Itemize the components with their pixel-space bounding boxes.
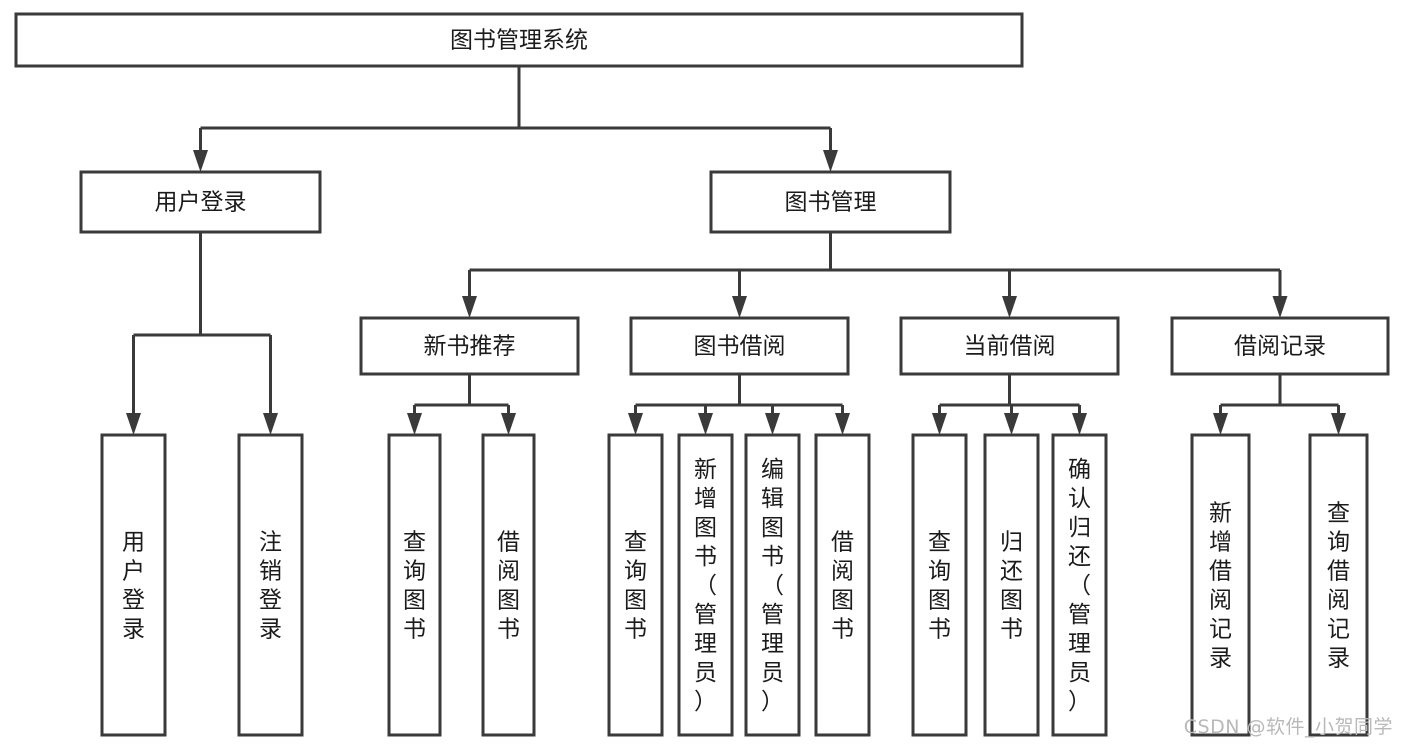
node-box — [814, 433, 871, 737]
node-label: 确认归还（管理员） — [1068, 457, 1091, 715]
arrow-head-icon — [765, 413, 780, 435]
tree-node-leaf-borrow-book-1[interactable]: 借阅图书 — [481, 433, 536, 737]
connector-layer — [126, 66, 1346, 435]
node-label: 借阅记录 — [1234, 334, 1326, 360]
node-box — [911, 433, 968, 737]
tree-node-book-borrow[interactable]: 图书借阅 — [629, 316, 850, 376]
node-box — [629, 316, 850, 376]
tree-node-current-borrow[interactable]: 当前借阅 — [899, 316, 1120, 376]
node-label: 查询借阅记录 — [1327, 501, 1350, 672]
arrow-head-icon — [1213, 413, 1228, 435]
node-box — [1190, 433, 1251, 737]
tree-node-leaf-query-book-1[interactable]: 查询图书 — [387, 433, 442, 737]
node-label: 查询图书 — [403, 530, 426, 643]
tree-node-leaf-add-record[interactable]: 新增借阅记录 — [1190, 433, 1251, 737]
tree-node-leaf-query-book-2[interactable]: 查询图书 — [607, 433, 664, 737]
node-box — [100, 433, 167, 737]
node-box — [709, 170, 952, 234]
node-box — [1170, 316, 1390, 376]
tree-node-leaf-confirm-return[interactable]: 确认归还（管理员） — [1051, 433, 1108, 737]
tree-node-leaf-query-book-3[interactable]: 查询图书 — [911, 433, 968, 737]
node-box — [1051, 433, 1108, 737]
node-box — [237, 433, 304, 737]
tree-node-book-manage[interactable]: 图书管理 — [709, 170, 952, 234]
node-label: 用户登录 — [122, 530, 145, 643]
arrow-head-icon — [1002, 296, 1017, 318]
watermark-label: CSDN @软件_小贺同学 — [1183, 716, 1393, 738]
node-label: 图书管理系统 — [450, 28, 588, 54]
node-label: 图书管理 — [785, 190, 877, 216]
arrow-head-icon — [1072, 413, 1087, 435]
tree-node-borrow-record[interactable]: 借阅记录 — [1170, 316, 1390, 376]
node-label: 注销登录 — [259, 530, 282, 643]
node-box — [1308, 433, 1369, 737]
node-label: 编辑图书（管理员） — [761, 457, 784, 715]
node-box — [899, 316, 1120, 376]
node-label: 查询图书 — [624, 530, 647, 643]
node-label: 新书推荐 — [424, 334, 516, 360]
node-box — [677, 433, 734, 737]
node-label: 图书借阅 — [694, 334, 786, 360]
arrow-head-icon — [263, 413, 278, 435]
arrow-head-icon — [823, 150, 838, 172]
arrow-head-icon — [1272, 296, 1288, 318]
node-label: 借阅图书 — [831, 530, 854, 643]
tree-node-leaf-return-book[interactable]: 归还图书 — [983, 433, 1040, 737]
node-box — [607, 433, 664, 737]
tree-node-leaf-logout[interactable]: 注销登录 — [237, 433, 304, 737]
arrow-head-icon — [126, 413, 141, 435]
tree-node-leaf-edit-book[interactable]: 编辑图书（管理员） — [744, 433, 801, 737]
node-label: 用户登录 — [155, 190, 247, 216]
tree-node-leaf-add-book[interactable]: 新增图书（管理员） — [677, 433, 734, 737]
node-box — [387, 433, 442, 737]
node-box — [359, 316, 580, 376]
arrow-head-icon — [501, 413, 516, 435]
node-box — [481, 433, 536, 737]
tree-node-new-book-recommend[interactable]: 新书推荐 — [359, 316, 580, 376]
node-box — [14, 12, 1024, 68]
node-label: 借阅图书 — [497, 530, 520, 643]
arrow-head-icon — [462, 296, 477, 318]
tree-node-leaf-borrow-book-2[interactable]: 借阅图书 — [814, 433, 871, 737]
node-label: 新增图书（管理员） — [694, 457, 717, 715]
node-label: 归还图书 — [1000, 530, 1023, 643]
arrow-head-icon — [932, 413, 947, 435]
arrow-head-icon — [193, 150, 208, 172]
arrow-head-icon — [698, 413, 713, 435]
tree-node-leaf-query-record[interactable]: 查询借阅记录 — [1308, 433, 1369, 737]
node-label: 当前借阅 — [964, 334, 1056, 360]
arrow-head-icon — [1004, 413, 1019, 435]
node-layer: 图书管理系统用户登录图书管理新书推荐图书借阅当前借阅借阅记录用户登录注销登录查询… — [14, 12, 1390, 737]
arrow-head-icon — [835, 413, 850, 435]
tree-node-root[interactable]: 图书管理系统 — [14, 12, 1024, 68]
arrow-head-icon — [407, 413, 422, 435]
arrow-head-icon — [1331, 413, 1346, 435]
node-label: 新增借阅记录 — [1209, 501, 1232, 672]
node-box — [79, 170, 322, 234]
node-label: 查询图书 — [928, 530, 951, 643]
node-box — [744, 433, 801, 737]
arrow-head-icon — [732, 296, 747, 318]
node-box — [983, 433, 1040, 737]
tree-node-leaf-user-login[interactable]: 用户登录 — [100, 433, 167, 737]
arrow-head-icon — [628, 413, 643, 435]
tree-node-user-login[interactable]: 用户登录 — [79, 170, 322, 234]
